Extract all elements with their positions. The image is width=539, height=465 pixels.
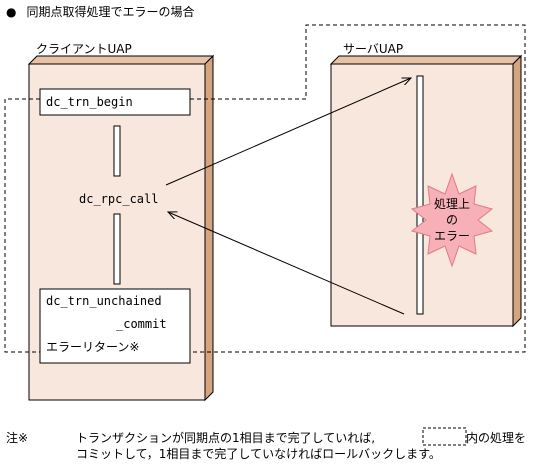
title-text: 同期点取得処理でエラーの場合 [26,5,195,19]
diagram-title: ● 同期点取得処理でエラーの場合 [6,3,195,20]
begin-box [39,88,191,116]
server-uap-label: サーバUAP [343,42,404,56]
rpc-call-text: dc_rpc_call [79,192,159,206]
error-burst-shape [410,172,494,268]
server-uap-panel [329,54,523,328]
client-vbar-upper [113,125,121,177]
error-burst-line3: エラー [433,229,470,243]
note-dashed-box-sample [422,427,467,446]
unchained-commit-line2: _commit [116,317,167,331]
note-line2: コミットして，1相目まで完了していなければロールバックします。 [76,447,441,461]
rpc-request-arrow [165,78,411,186]
note-line1-before: トランザクションが同期点の1相目まで完了していれば, [76,431,376,445]
server-panel-top [329,55,523,65]
error-burst-line1: 処理上 [433,197,470,211]
client-uap-label: クライアントUAP [36,42,132,56]
client-vbar-lower [113,213,121,285]
note-line1-after: 内の処理を [466,431,527,445]
error-burst-line2: の [445,213,458,227]
error-burst-text: 処理上 の エラー [428,196,476,244]
commit-box [39,288,191,364]
server-panel-side [512,54,522,328]
error-return-text: エラーリターン※ [46,340,140,354]
bullet-icon: ● [6,5,17,19]
client-panel-top [27,55,215,65]
unchained-commit-line1: dc_trn_unchained [46,294,162,308]
begin-call-text: dc_trn_begin [46,95,133,109]
note-marker: 注※ [6,431,29,445]
server-vbar [416,75,424,315]
error-return-arrow [168,212,405,315]
transaction-boundary-dashed [4,24,526,353]
